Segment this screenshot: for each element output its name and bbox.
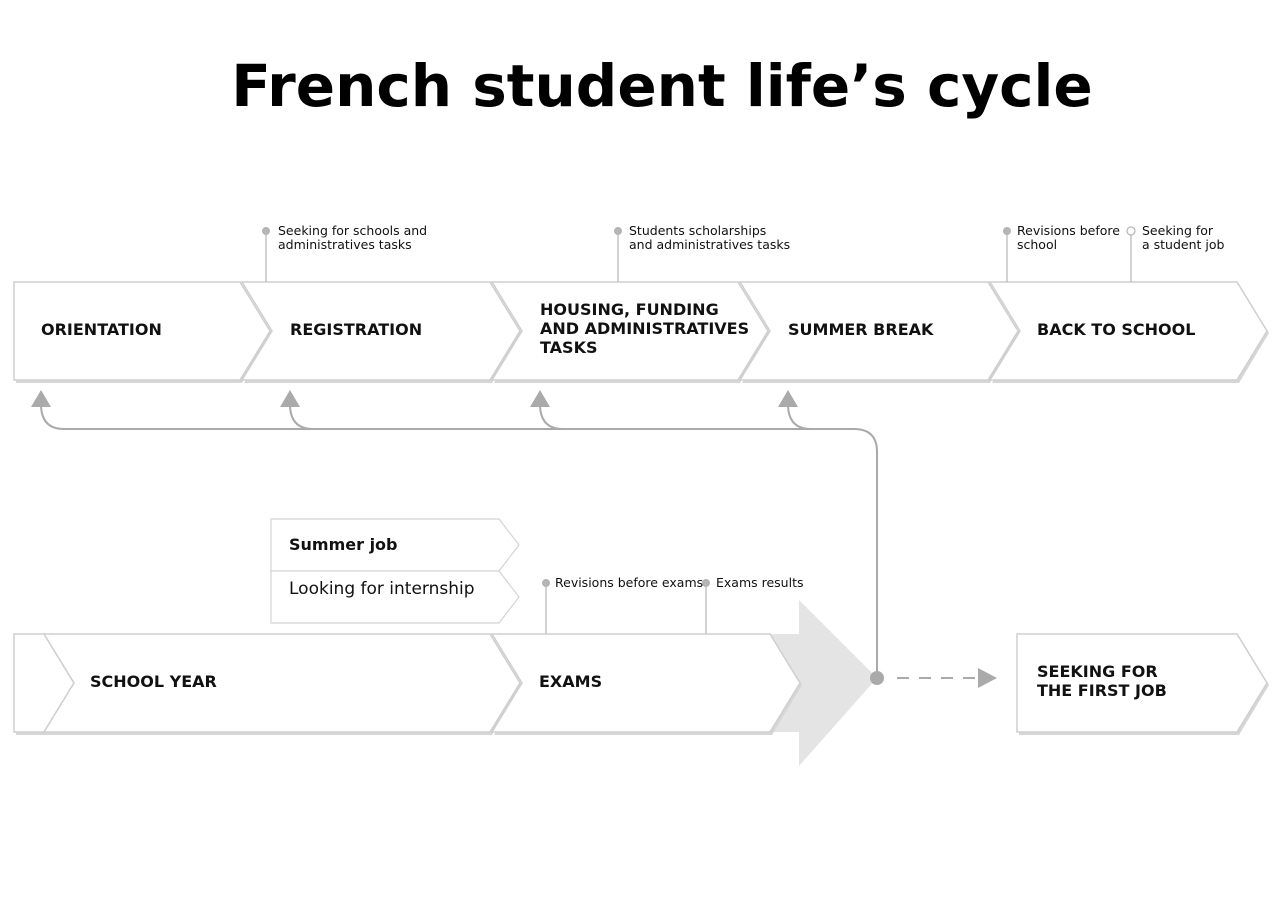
note-seeking-schools-line-2: administratives tasks bbox=[278, 237, 412, 252]
chevron-housing-funding bbox=[490, 281, 769, 381]
option-summer-job bbox=[270, 518, 520, 572]
arrow-up-icon bbox=[778, 390, 798, 407]
chevron-summer-break bbox=[738, 281, 1019, 381]
chevron-orientation bbox=[13, 281, 271, 381]
arrow-up-icon bbox=[280, 390, 300, 407]
chevron-first-job bbox=[1016, 633, 1268, 733]
top-row-chevrons: ORIENTATION REGISTRATION HOUSING, FUNDIN… bbox=[13, 281, 1269, 383]
note-revisions-exams: Revisions before exams bbox=[555, 575, 703, 590]
note-marker-filled bbox=[1003, 227, 1011, 235]
label-orientation: ORIENTATION bbox=[41, 320, 162, 339]
bottom-notes: Revisions before exams Exams results bbox=[542, 575, 804, 634]
arrow-up-icon bbox=[31, 390, 51, 407]
note-seeking-schools-line-1: Seeking for schools and bbox=[278, 223, 427, 238]
label-exams: EXAMS bbox=[539, 672, 602, 691]
side-options: Summer job Looking for internship bbox=[270, 518, 520, 624]
label-back-to-school: BACK TO SCHOOL bbox=[1037, 320, 1195, 339]
chevron-school-year bbox=[42, 633, 521, 733]
note-marker-filled bbox=[614, 227, 622, 235]
note-revisions-school-line-1: Revisions before bbox=[1017, 223, 1120, 238]
label-first-job-line-1: SEEKING FOR bbox=[1037, 662, 1158, 681]
chevron-exams bbox=[490, 633, 801, 733]
note-revisions-school-line-2: school bbox=[1017, 237, 1057, 252]
label-housing-line-3: TASKS bbox=[540, 338, 598, 357]
note-exams-results: Exams results bbox=[716, 575, 804, 590]
arrow-up-icon bbox=[530, 390, 550, 407]
note-student-job-line-1: Seeking for bbox=[1142, 223, 1214, 238]
chevron-registration bbox=[240, 281, 521, 381]
diagram-title: French student life’s cycle bbox=[231, 52, 1092, 120]
note-marker-hollow bbox=[1126, 226, 1136, 236]
note-scholarships-line-2: and administratives tasks bbox=[629, 237, 790, 252]
option-internship bbox=[270, 570, 520, 624]
return-connectors bbox=[31, 390, 878, 678]
bottom-row: SCHOOL YEAR EXAMS SEEKING FOR THE FIRST … bbox=[13, 600, 1269, 766]
junction-dot bbox=[870, 671, 884, 685]
note-marker-filled bbox=[702, 579, 710, 587]
label-first-job-line-2: THE FIRST JOB bbox=[1037, 681, 1167, 700]
note-student-job-line-2: a student job bbox=[1142, 237, 1225, 252]
label-registration: REGISTRATION bbox=[290, 320, 422, 339]
note-scholarships-line-1: Students scholarships bbox=[629, 223, 766, 238]
label-summer-break: SUMMER BREAK bbox=[788, 320, 934, 339]
note-marker-filled bbox=[542, 579, 550, 587]
option-internship-label: Looking for internship bbox=[289, 579, 475, 599]
chevron-back-to-school bbox=[988, 281, 1268, 381]
big-gray-arrow-icon bbox=[770, 600, 877, 766]
label-housing-line-2: AND ADMINISTRATIVES bbox=[540, 319, 749, 338]
label-school-year: SCHOOL YEAR bbox=[90, 672, 217, 691]
label-housing-line-1: HOUSING, FUNDING bbox=[540, 300, 719, 319]
top-notes: Seeking for schools and administratives … bbox=[262, 223, 1225, 282]
option-summer-job-label: Summer job bbox=[289, 535, 398, 554]
note-marker-filled bbox=[262, 227, 270, 235]
arrow-right-icon bbox=[978, 668, 997, 688]
